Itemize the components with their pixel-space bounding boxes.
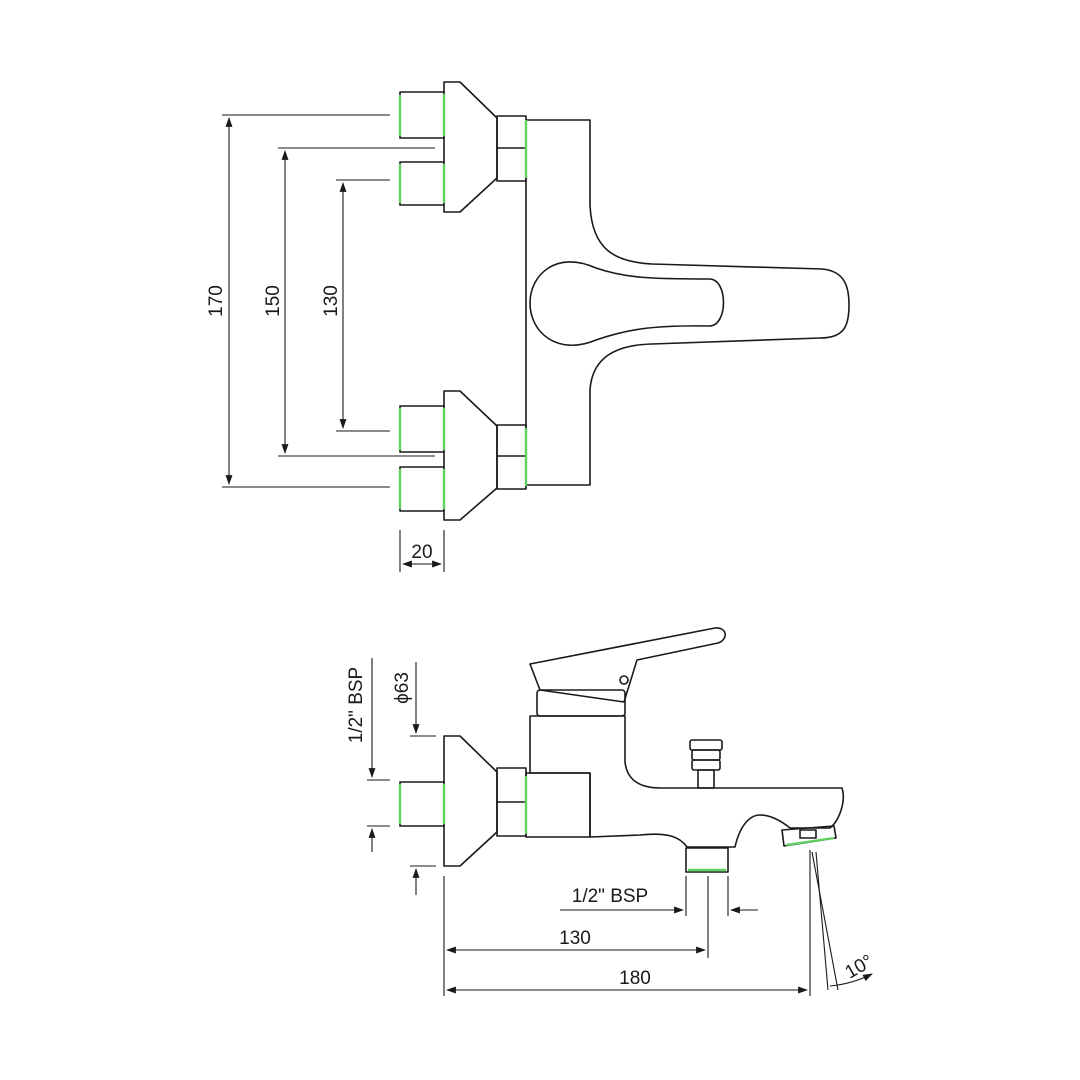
dim-label-spout-angle: 10° <box>842 951 877 984</box>
spout-angle-ref <box>815 851 829 991</box>
lower-pipe-top <box>399 405 445 453</box>
mixer-body-outline <box>525 119 850 486</box>
dim-label-170: 170 <box>206 285 227 317</box>
thread-highlight <box>398 164 446 203</box>
dim-label-outlet-thread: 1/2" BSP <box>572 886 648 907</box>
lever-handle <box>529 627 726 703</box>
handle-screw <box>619 675 629 685</box>
thread-highlight <box>398 408 446 450</box>
handle-knob <box>536 689 626 717</box>
thread-highlight <box>398 469 446 509</box>
lower-pipe-bottom <box>399 466 445 512</box>
dim-label-20: 20 <box>411 542 432 563</box>
aerator-slot <box>799 829 817 839</box>
thread-highlight <box>398 94 446 136</box>
diverter-stem <box>697 769 715 789</box>
spout-angle-line <box>811 851 839 991</box>
dim-label-outlet-distance: 130 <box>559 928 591 949</box>
dim-label-150: 150 <box>263 285 284 317</box>
top-view: 170 150 130 20 <box>206 81 850 572</box>
side-inlet-pipe <box>399 781 445 827</box>
dim-label-130: 130 <box>321 285 342 317</box>
top-thread-highlights <box>398 94 528 509</box>
side-thread-highlights <box>398 776 835 872</box>
upper-pipe-top <box>399 91 445 139</box>
diverter-ring <box>691 759 721 771</box>
thread-highlight <box>398 784 446 824</box>
lower-hex-nut <box>496 424 527 490</box>
diverter-ring <box>691 749 721 761</box>
diverter-knob <box>689 739 723 751</box>
dim-label-diameter: ϕ63 <box>392 672 413 704</box>
lower-escutcheon <box>443 390 498 521</box>
body-inlet-block <box>525 772 591 838</box>
aerator <box>781 825 837 847</box>
spout-body <box>529 715 845 848</box>
outlet-nipple <box>685 847 729 873</box>
handle-cap-outline <box>529 261 725 346</box>
dim-label-total-length: 180 <box>619 968 651 989</box>
upper-pipe-bottom <box>399 161 445 206</box>
thread-highlight <box>785 836 835 847</box>
dim-label-inlet-thread: 1/2" BSP <box>346 667 367 743</box>
upper-escutcheon <box>443 81 498 213</box>
spout-angle-arc <box>829 973 873 987</box>
side-view: 1/2" BSP ϕ63 1/2" BSP 130 180 10° <box>346 627 877 996</box>
side-escutcheon <box>443 735 498 867</box>
